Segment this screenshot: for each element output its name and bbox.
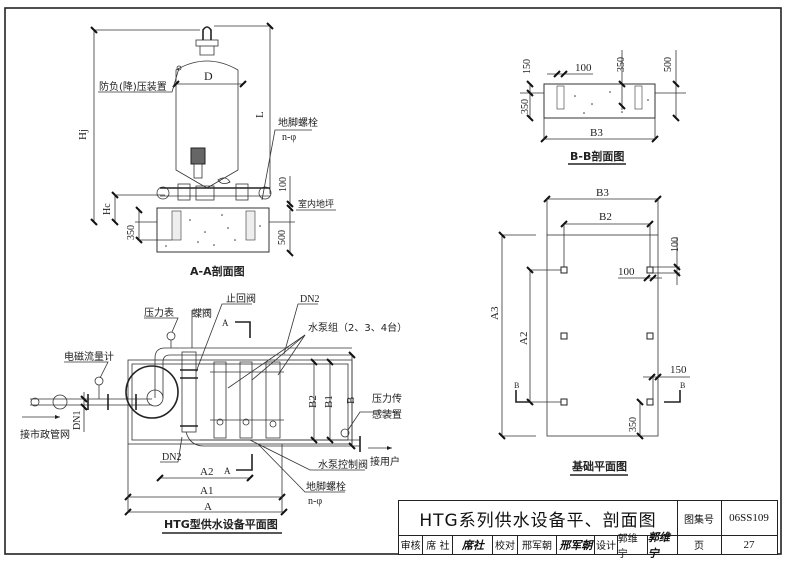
label-dim-350-plan: 350 [628,417,639,432]
label-b3-plan: B3 [596,187,609,199]
valve [235,183,249,201]
riser-pipe [181,351,197,433]
concrete-speckle [165,214,261,247]
reviewer-name: 席 社 [423,535,454,554]
label-anti-pressure-device: 防负(降)压装置 [99,80,167,93]
label-a: A [204,501,212,513]
pump [239,361,253,439]
label-pressure-sensor-2: 感装置 [372,408,402,421]
plan-view: 电磁流量计 接市政管网 DN1 压力表 蝶阀 止回阀 A DN2 [20,292,407,534]
label-dim-150-bb: 150 [522,59,533,74]
tank-vent [202,26,212,40]
label-flow-meter: 电磁流量计 [64,350,114,363]
anti-pressure-device-icon [176,65,182,71]
label-b1: B1 [323,395,335,408]
title-section-aa: A-A剖面图 [190,264,245,278]
title-block: HTG系列供水设备平、剖面图 图集号 06SS109 审核 席 社 席社 校对 … [398,500,778,560]
checker-signature: 邢军朝 [557,535,596,554]
label-b: B [345,397,357,404]
design-label: 设计 [595,535,618,554]
designer-name: 郭维宁 [618,534,648,560]
check-label: 校对 [493,535,518,554]
label-diameter: D [204,69,213,83]
pump-group [210,361,284,439]
designer-signature: 郭维宁 [647,530,670,560]
label-dim-350-bb-left: 350 [520,99,531,114]
drawing-frame [4,7,782,555]
title-section-bb: B-B剖面图 [570,149,624,163]
label-dn2-bottom: DN2 [162,452,181,463]
atlas-number-label: 图集号 [677,501,722,536]
section-mark-b-right: B [680,381,685,390]
label-check-valve: 止回阀 [226,292,256,305]
page-label: 页 [677,535,722,554]
section-bb: 150 350 100 350 500 B3 B-B剖面图 [520,50,686,165]
reviewer-signature: 席社 [453,535,494,554]
label-dim-350-aa: 350 [126,225,137,240]
label-to-user: 接用户 [370,455,400,468]
label-dim-350-bb-top: 350 [616,57,627,72]
label-dim-500-bb: 500 [663,57,674,72]
valve [177,183,191,201]
label-anchor-bolt-aa: 地脚螺栓 [278,116,318,129]
section-mark-a-bottom: A [224,466,231,476]
anchor-holes [560,266,654,406]
title-plan-view: HTG型供水设备平面图 [164,517,278,531]
label-a3: A3 [489,306,501,320]
label-dim-150-plan: 150 [670,364,687,376]
label-anchor-bolt-plan: 地脚螺栓 [306,480,346,493]
label-b3-bb: B3 [590,127,603,139]
foundation-plan: B3 B2 A3 A2 100 100 150 [489,187,690,476]
flow-meter-icon [94,376,104,386]
page-number: 27 [743,538,755,551]
label-bolt-spec-plan: n-φ [308,496,322,507]
section-aa: D 防负(降)压装置 Hj L 地脚螺栓 n-φ [77,22,336,278]
pressure-sensor-icon [340,428,350,438]
label-dn1: DN1 [72,411,83,430]
signature-row: 审核 席 社 席社 校对 邢军朝 邢军朝 设计 郭维宁 郭维宁 [399,530,678,560]
label-butterfly-valve: 蝶阀 [192,307,212,320]
label-dim-100-bb: 100 [575,62,592,74]
label-dim-100-aa: 100 [278,177,289,192]
label-pump-control-valve: 水泵控制阀 [318,458,368,471]
label-pressure-sensor-1: 压力传 [372,392,402,405]
label-municipal-inlet: 接市政管网 [20,428,70,441]
label-b2: B2 [307,395,319,408]
pump [213,361,227,439]
label-pump-group: 水泵组（2、3、4台） [308,321,407,334]
label-pressure-gauge: 压力表 [144,306,174,319]
label-dim-100-plan-inner: 100 [618,266,635,278]
checker-name: 邢军朝 [518,535,558,554]
tank-flange [195,39,219,47]
label-dim-100-plan-right: 100 [670,237,681,252]
label-height-hj: Hj [77,129,89,140]
review-label: 审核 [399,535,424,554]
label-indoor-floor: 室内地坪 [298,198,334,210]
title-foundation-plan: 基础平面图 [571,459,627,473]
label-a2: A2 [200,466,213,478]
label-hc: Hc [102,203,113,215]
pump-motor [190,147,206,165]
tank-plan [125,365,179,419]
label-bolt-spec-aa: n-φ [282,132,296,143]
section-mark-a-top: A [222,318,229,328]
pressure-gauge-icon [166,331,176,341]
label-height-l: L [254,111,266,118]
foundation-outline [546,234,659,437]
section-mark-b-left: B [514,381,519,390]
pressure-tank [175,60,239,189]
label-a2-plan: A2 [518,332,530,345]
drawing-title: HTG系列供水设备平、剖面图 [399,501,678,536]
label-a1: A1 [200,485,213,497]
label-dim-500-aa: 500 [277,230,288,245]
atlas-number: 06SS109 [721,501,777,536]
label-b2-plan: B2 [599,211,612,223]
label-dn2-top: DN2 [300,294,319,305]
